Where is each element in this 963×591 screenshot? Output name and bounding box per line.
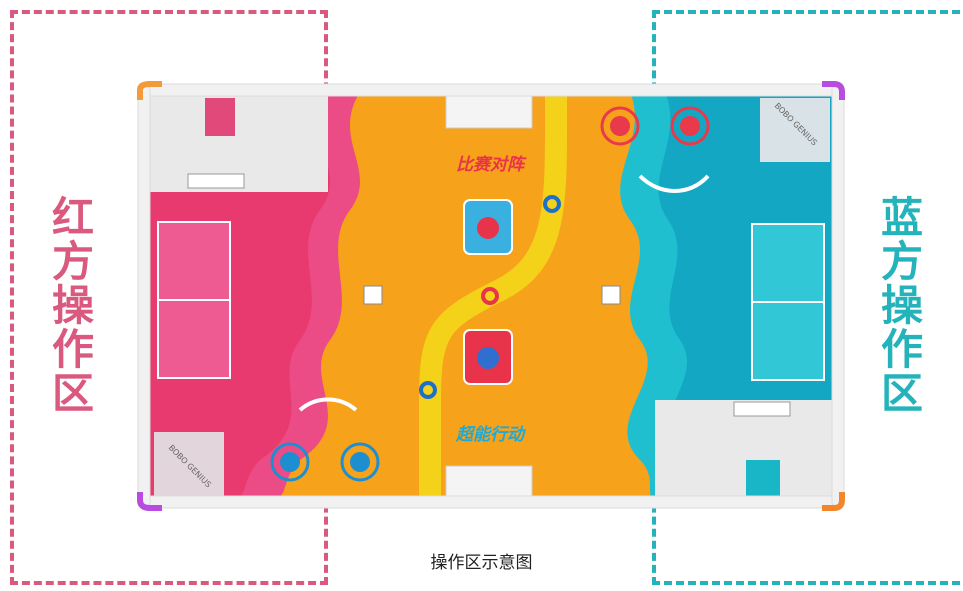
- caption-text: 操作区示意图: [416, 553, 547, 573]
- diagram-caption: 操作区示意图: [0, 548, 963, 573]
- red-zone-label: 红方操作区: [51, 193, 94, 418]
- field-walls: [137, 81, 845, 511]
- blue-zone-label: 蓝方操作区: [880, 193, 923, 418]
- bottom-banner: 超能行动: [455, 425, 527, 445]
- top-banner: 比赛对阵: [456, 155, 527, 175]
- field-surface: [148, 92, 834, 500]
